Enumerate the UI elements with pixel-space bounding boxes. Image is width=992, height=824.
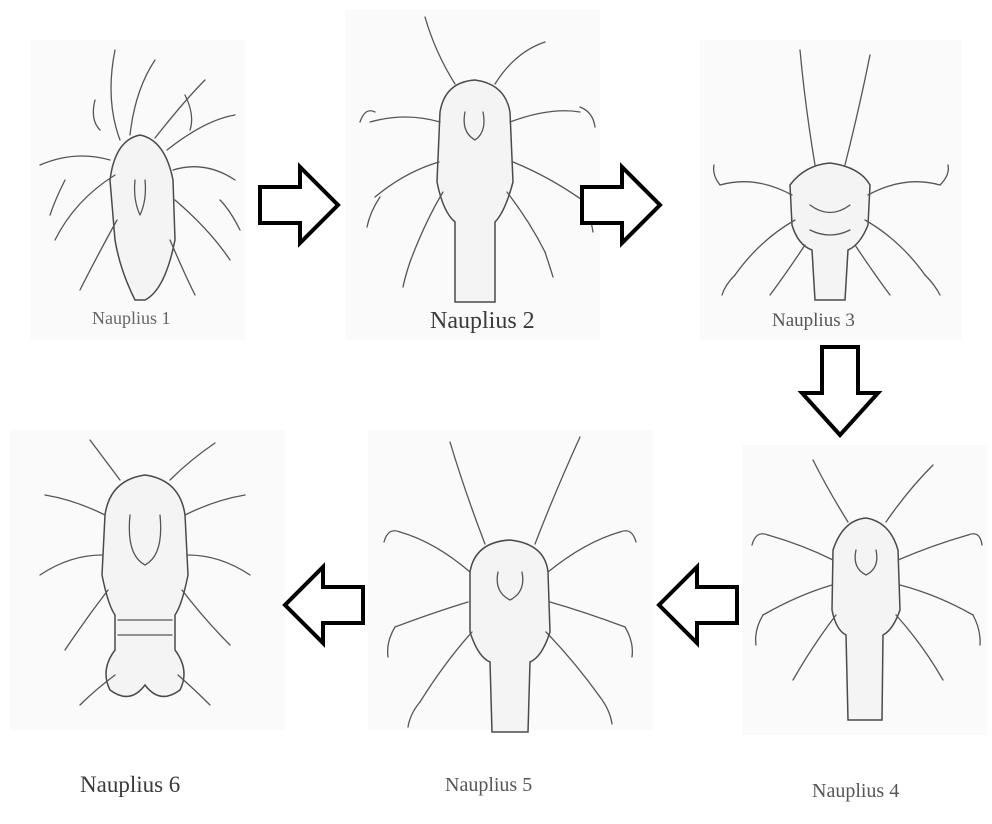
nauplius-4-drawing <box>748 450 983 720</box>
arrow-right-2-to-3 <box>580 165 662 245</box>
nauplius-2-label: Nauplius 2 <box>430 308 535 335</box>
nauplius-6-drawing <box>30 435 260 715</box>
nauplius-1-drawing <box>35 40 245 300</box>
arrow-right-1-to-2 <box>258 165 340 245</box>
nauplius-5-label: Nauplius 5 <box>445 774 532 797</box>
arrow-left-5-to-6 <box>283 565 365 645</box>
nauplius-3-label: Nauplius 3 <box>772 310 855 332</box>
nauplius-3-drawing <box>710 45 950 300</box>
arrow-left-4-to-5 <box>657 565 739 645</box>
arrow-down-3-to-4 <box>800 345 880 437</box>
nauplius-5-drawing <box>380 432 640 732</box>
nauplius-6-label: Nauplius 6 <box>80 772 180 798</box>
nauplius-1-label: Nauplius 1 <box>92 308 171 329</box>
nauplius-4-label: Nauplius 4 <box>812 780 899 803</box>
nauplius-2-drawing <box>355 12 595 302</box>
